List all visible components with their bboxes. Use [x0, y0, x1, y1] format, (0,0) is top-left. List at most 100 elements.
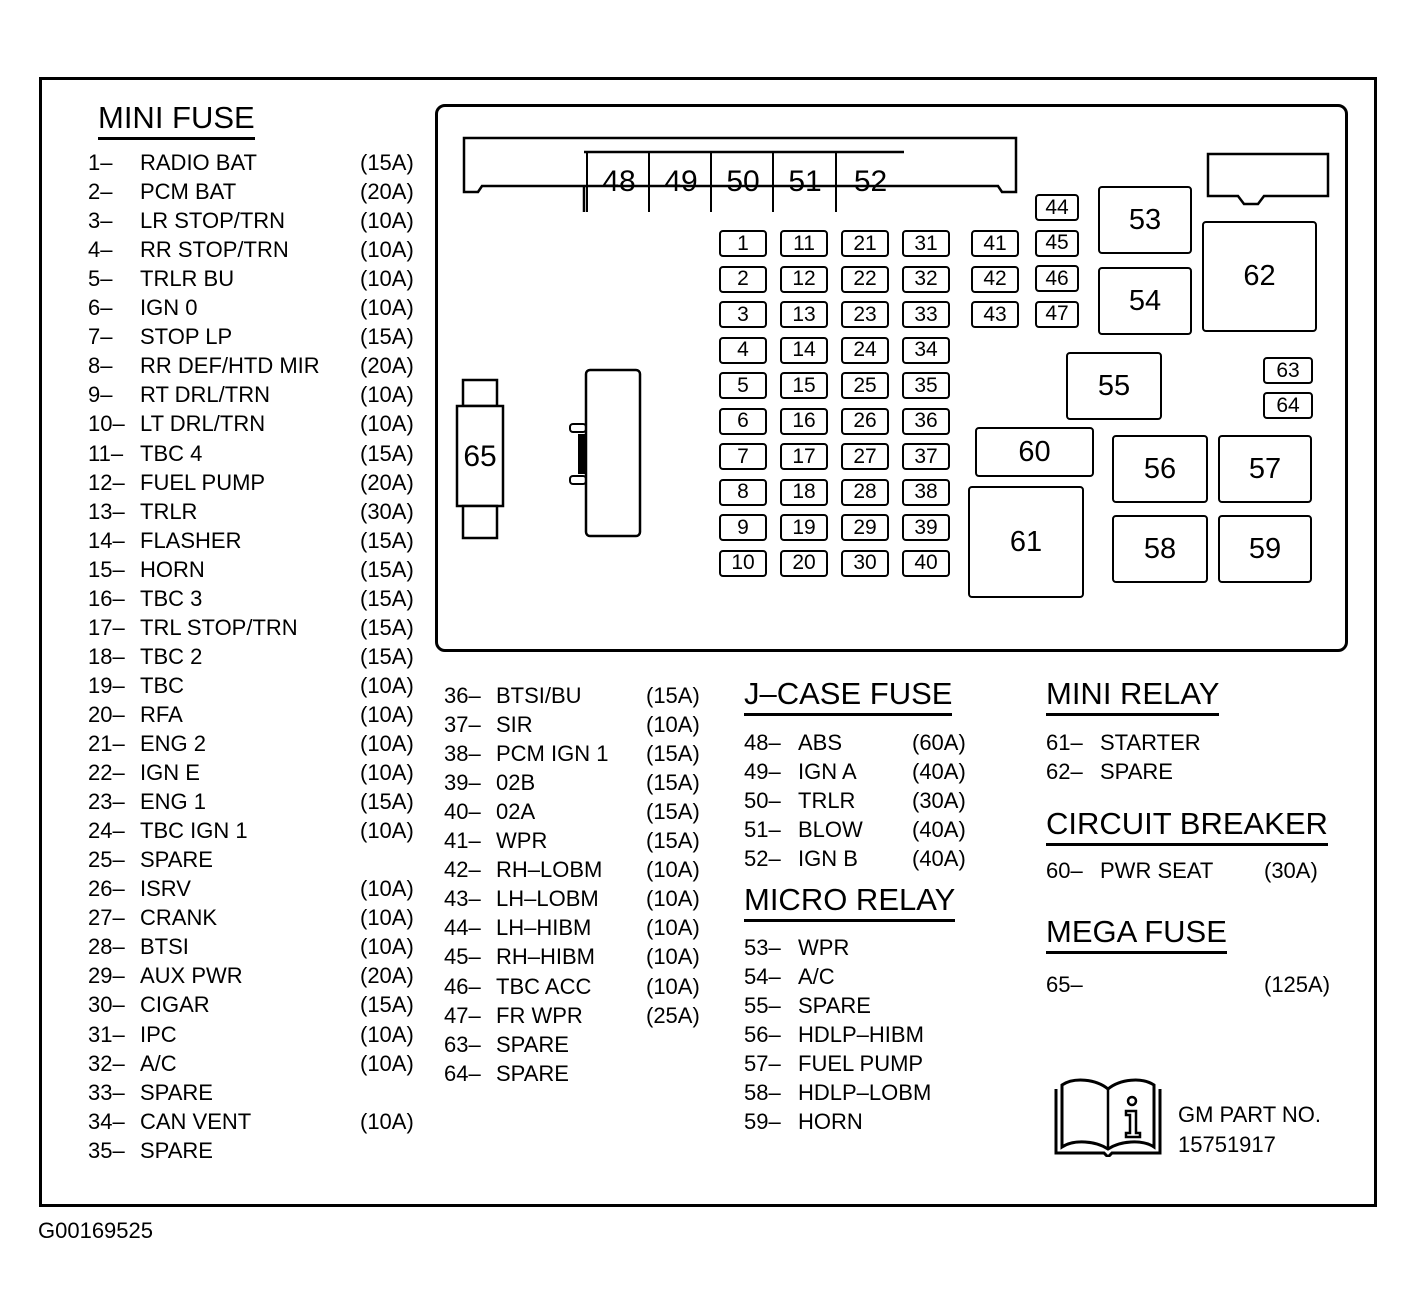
legend-number: 21– — [88, 731, 125, 756]
legend-name: TRLR — [140, 498, 198, 524]
fuse-38: 38 — [902, 478, 950, 506]
legend-number: 34– — [88, 1108, 125, 1134]
legend-number: 8– — [88, 353, 113, 379]
legend-name: 02B — [496, 770, 536, 796]
micro-relay-title: MICRO RELAY — [744, 882, 956, 922]
fuse-11: 11 — [780, 230, 828, 257]
legend-number: 62– — [1046, 759, 1083, 785]
legend-number: 14– — [88, 527, 125, 553]
legend-number: 26– — [88, 876, 125, 902]
legend-number: 39– — [444, 770, 481, 796]
legend-name: ENG 2 — [140, 731, 207, 756]
legend-row: 65– (125A) — [1046, 970, 1344, 999]
fuse-34: 34 — [902, 336, 950, 364]
j-case-fuse-title: J–CASE FUSE — [744, 676, 953, 716]
legend-number: 57– — [744, 1051, 781, 1077]
mini-relay-title: MINI RELAY — [1046, 676, 1220, 716]
legend-number: 65– — [1046, 972, 1083, 997]
fuse-41: 41 — [971, 230, 1019, 257]
legend-row: 2–PCM BAT(20A) — [88, 177, 440, 206]
legend-amperage: (15A) — [646, 770, 700, 796]
legend-amperage: (15A) — [360, 585, 414, 611]
legend-amperage: (60A) — [912, 730, 966, 755]
legend-name: ISRV — [140, 876, 191, 902]
legend-row: 52–IGN B(40A) — [744, 844, 992, 873]
legend-amperage: (15A) — [360, 440, 414, 466]
legend-row: 39– 02B (15A) — [444, 768, 726, 797]
fuse-16: 16 — [780, 407, 828, 435]
fuse-45: 45 — [1035, 229, 1079, 257]
legend-amperage: (20A) — [360, 353, 414, 379]
legend-number: 48– — [744, 730, 781, 755]
fuse-29: 29 — [841, 514, 889, 541]
legend-number: 58– — [744, 1080, 781, 1106]
legend-number: 16– — [88, 585, 125, 611]
legend-amperage: (40A) — [912, 817, 966, 843]
fuse-44: 44 — [1035, 194, 1079, 221]
legend-number: 6– — [88, 295, 113, 321]
spare-connector-outline — [1206, 152, 1330, 206]
fuse-47: 47 — [1035, 300, 1079, 328]
legend-amperage: (10A) — [646, 886, 700, 912]
legend-row: 15–HORN(15A) — [88, 555, 440, 584]
legend-row: 35–SPARE — [88, 1136, 440, 1165]
legend-row: 16–TBC 3(15A) — [88, 584, 440, 613]
legend-name: TBC ACC — [496, 973, 592, 999]
legend-name: TRLR BU — [140, 266, 235, 292]
legend-row: 59– HORN — [744, 1107, 863, 1136]
diagram-frame — [39, 77, 1377, 1207]
legend-row: 3–LR STOP/TRN(10A) — [88, 206, 440, 235]
legend-row: 40–02A(15A) — [444, 797, 726, 826]
legend-row: 55–SPARE — [744, 991, 871, 1020]
legend-number: 59– — [744, 1109, 781, 1135]
legend-name: FR WPR — [496, 1002, 583, 1028]
legend-amperage: (20A) — [360, 469, 414, 495]
legend-row: 11–TBC 4(15A) — [88, 439, 440, 468]
legend-row: 27–CRANK(10A) — [88, 903, 440, 932]
legend-row: 21–ENG 2(10A) — [88, 729, 440, 758]
legend-row: 24–TBC IGN 1(10A) — [88, 816, 440, 845]
legend-name: ABS — [798, 730, 843, 755]
legend-name: PWR SEAT — [1100, 858, 1214, 883]
legend-row: 57–FUEL PUMP — [744, 1049, 923, 1078]
legend-name: SPARE — [496, 1031, 569, 1057]
legend-name: HORN — [798, 1109, 863, 1135]
legend-number: 35– — [88, 1137, 125, 1163]
legend-amperage: (125A) — [1264, 972, 1331, 997]
legend-amperage: (15A) — [360, 643, 414, 669]
mini-fuse-title: MINI FUSE — [98, 100, 255, 140]
legend-row: 50–TRLR(30A) — [744, 786, 992, 815]
manual-info-icon — [1054, 1078, 1162, 1157]
legend-number: 53– — [744, 935, 781, 960]
j-case-fuse-49: 49 — [648, 152, 712, 212]
legend-name: TBC 4 — [140, 440, 203, 466]
legend-name: FLASHER — [140, 527, 242, 553]
legend-row: 64–SPARE — [444, 1059, 726, 1088]
legend-row: 46–TBC ACC(10A) — [444, 972, 726, 1001]
fuse-12: 12 — [780, 265, 828, 293]
legend-amperage: (10A) — [646, 944, 700, 970]
legend-number: 27– — [88, 905, 125, 931]
legend-number: 44– — [444, 915, 481, 941]
j-case-fuse-52: 52 — [835, 152, 904, 212]
legend-number: 31– — [88, 1021, 125, 1047]
legend-row: 1–RADIO BAT(15A) — [88, 148, 440, 177]
legend-name: RH–HIBM — [496, 944, 596, 970]
legend-row: 6–IGN 0(10A) — [88, 293, 440, 322]
part-number-caption: GM PART NO. — [1178, 1102, 1322, 1127]
legend-amperage: (25A) — [646, 1002, 700, 1028]
legend-number: 38– — [444, 741, 481, 767]
fuse-21: 21 — [841, 230, 889, 257]
legend-number: 40– — [444, 799, 481, 825]
legend-name: HORN — [140, 556, 205, 582]
legend-row: 14–FLASHER(15A) — [88, 526, 440, 555]
fuse-19: 19 — [780, 514, 828, 541]
legend-name: BLOW — [798, 817, 863, 843]
part-number-value: 15751917 — [1178, 1132, 1276, 1157]
j-case-fuse-51: 51 — [772, 152, 836, 212]
relay-61: 61 — [968, 486, 1084, 598]
legend-row: 30–CIGAR(15A) — [88, 990, 440, 1019]
legend-name: CIGAR — [140, 992, 210, 1018]
fuse-10: 10 — [719, 549, 767, 577]
legend-name: RFA — [140, 701, 183, 727]
